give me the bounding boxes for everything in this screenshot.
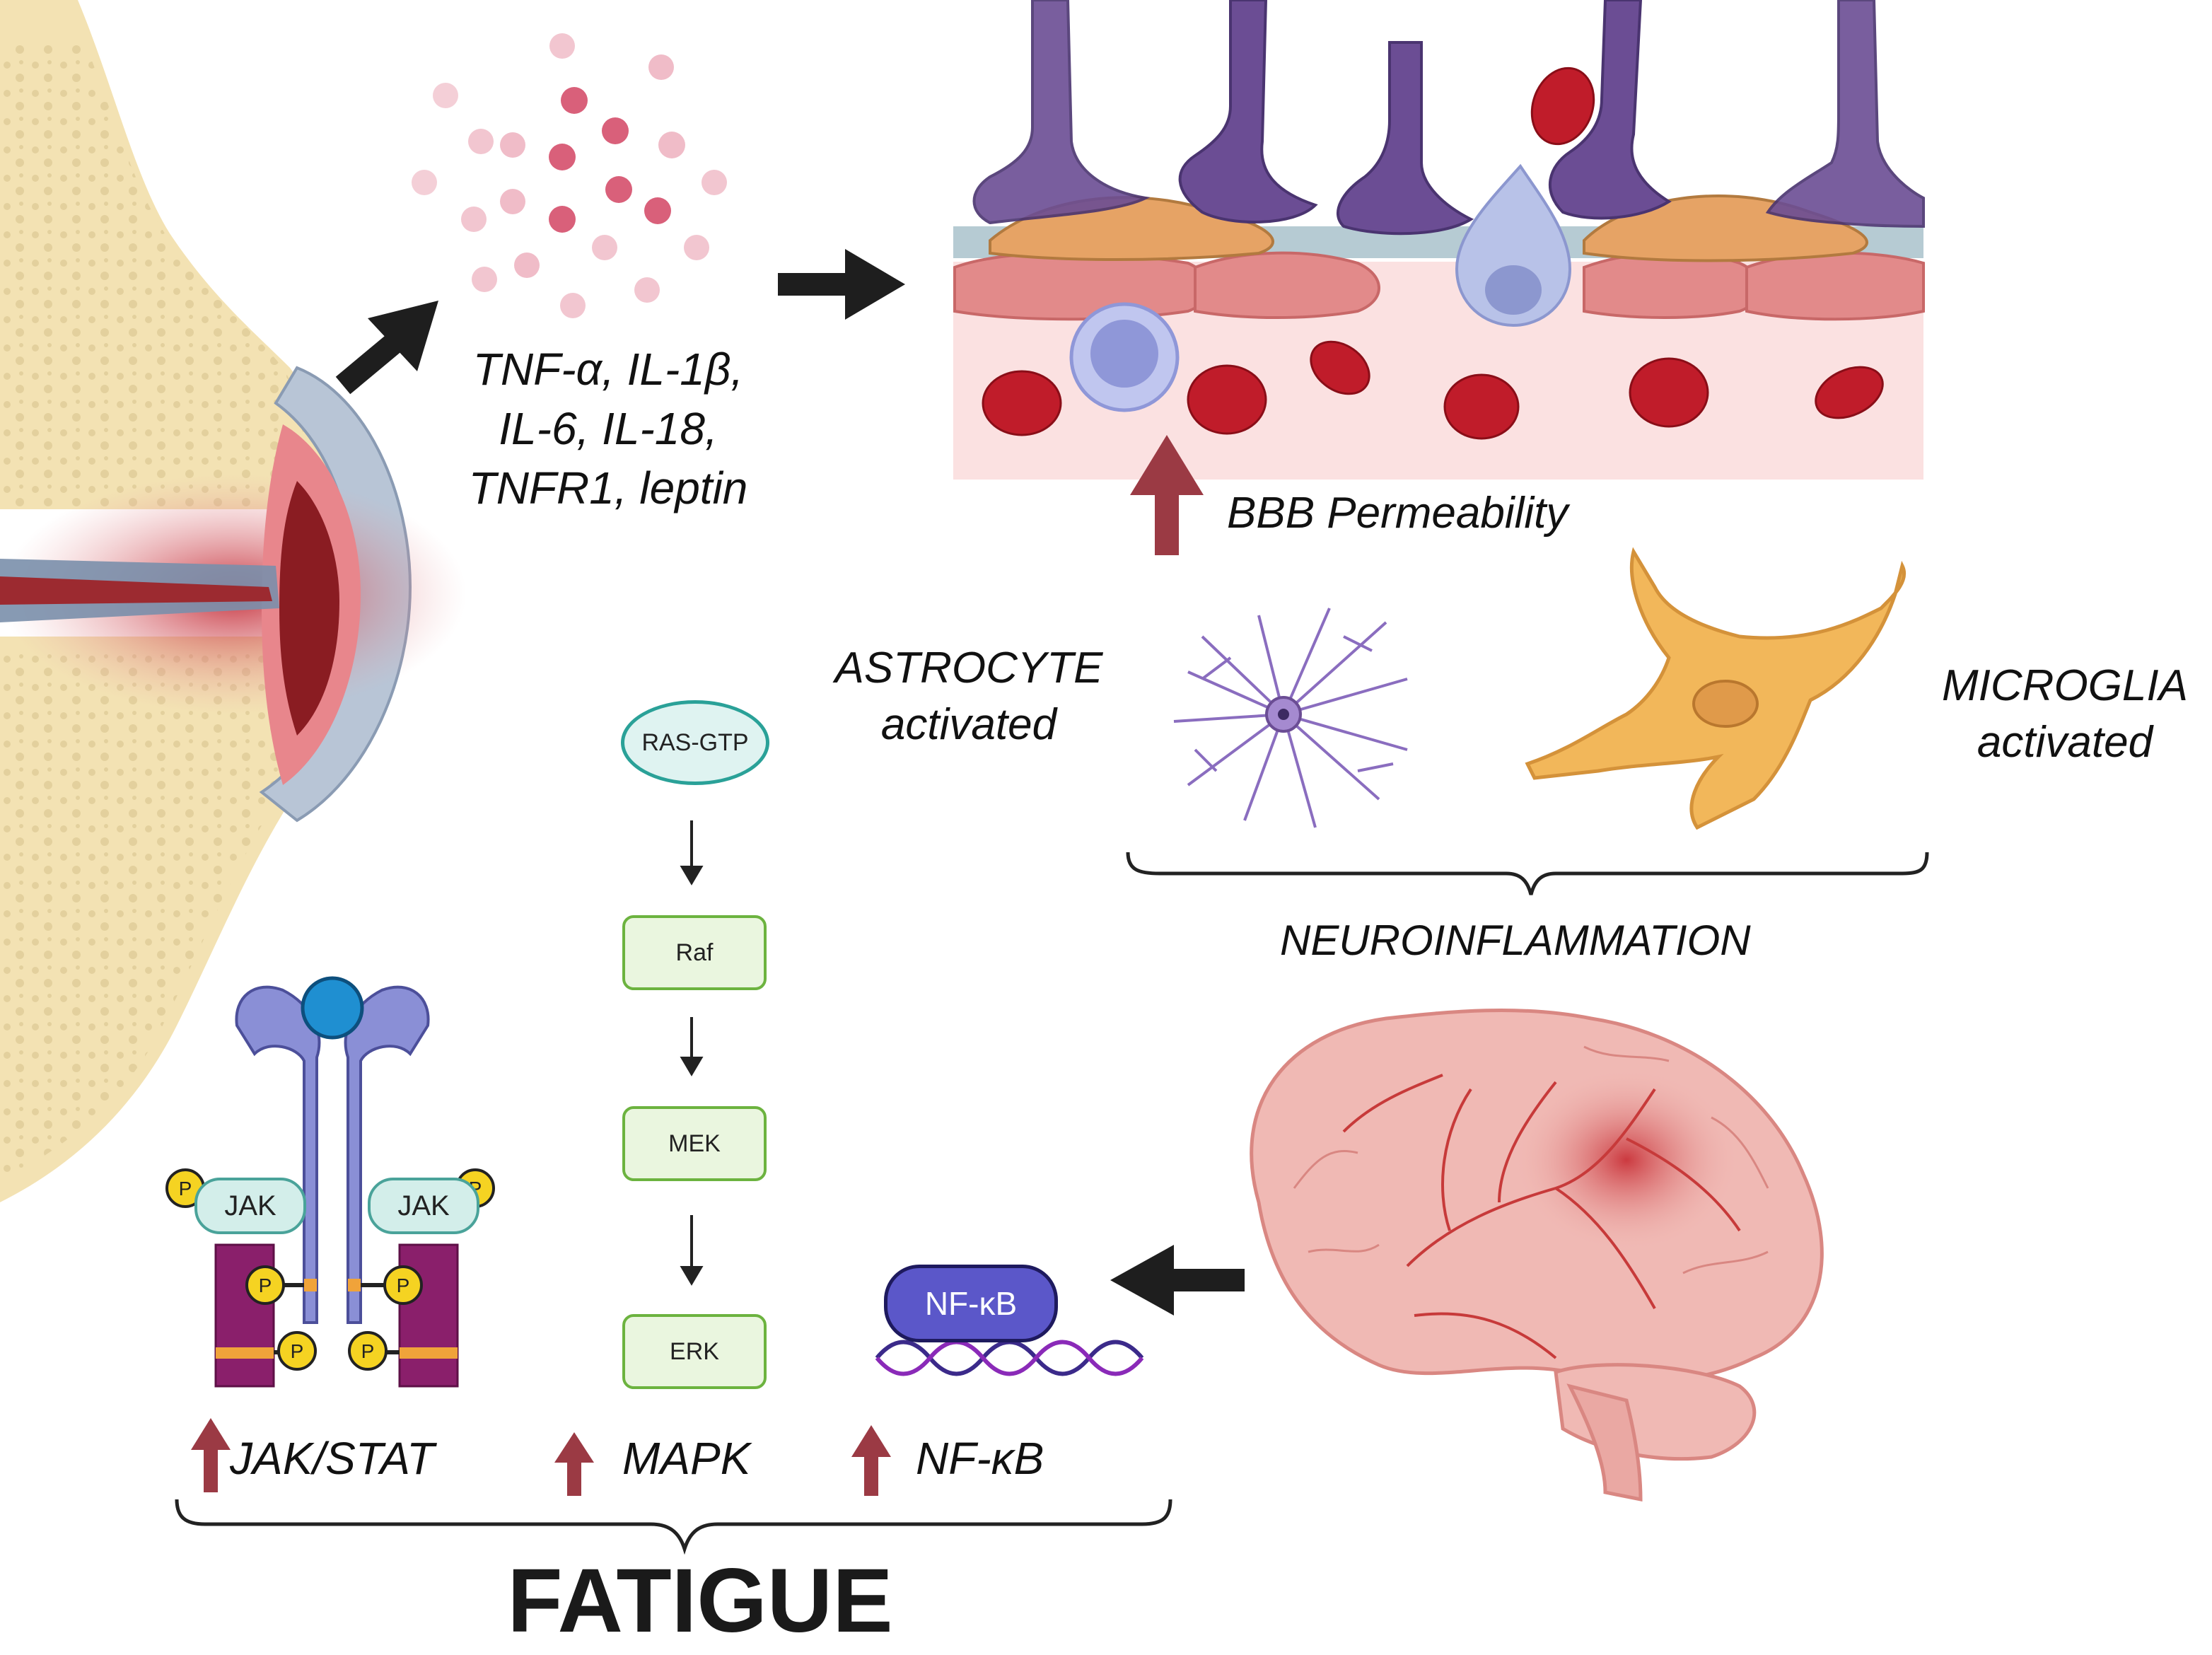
mapk-label: MAPK — [622, 1433, 751, 1484]
bbb-illustration — [953, 0, 1925, 480]
phosphate-badge: P — [277, 1331, 317, 1371]
astrocyte-label-line-2: activated — [880, 700, 1057, 749]
phosphate-badge: P — [245, 1265, 285, 1305]
brain-blood-vessels — [1342, 1074, 1741, 1359]
phosphate-badge: P — [383, 1265, 423, 1305]
cytokine-receptor — [214, 976, 459, 1388]
arrow-joint-to-cytokines — [335, 301, 438, 395]
microglia-label-line-1: MICROGLIA — [1942, 661, 2188, 710]
cytokine-particles — [412, 33, 727, 318]
jak-left: JAK — [194, 1178, 306, 1234]
joint-cavity — [279, 481, 339, 736]
flow-arrows — [335, 249, 1245, 1316]
activated-astrocyte-cell — [1173, 608, 1408, 828]
mapk-cascade-arrows — [680, 820, 704, 1286]
ras-gtp-node: RAS-GTP — [621, 700, 769, 785]
brain-illustration — [1250, 1008, 1824, 1502]
brain-gyri — [1293, 1045, 1769, 1274]
bbb-permeability-label: BBB Permeability — [1227, 489, 1568, 538]
microglia-label: MICROGLIA activated — [1923, 658, 2206, 771]
endothelial-cells — [953, 251, 1925, 321]
mapk-up-arrow — [554, 1432, 594, 1496]
neuroinflammation-label: NEUROINFLAMMATION — [1280, 917, 1751, 964]
lower-bone-pores — [0, 651, 318, 1181]
brain-inflammation-hotspot — [1513, 1068, 1740, 1252]
cartilage-gap — [0, 576, 272, 605]
joint-illustration — [0, 0, 467, 1202]
neuroinflammation-brace — [1126, 852, 1929, 895]
fatigue-title: FATIGUE — [507, 1550, 893, 1651]
immune-cell — [1069, 302, 1180, 412]
phosphate-label: P — [291, 1340, 304, 1362]
nfkb-complex: NF-κB — [884, 1265, 1058, 1342]
cytokine-line-3: TNFR1, leptin — [468, 463, 748, 513]
mek-node: MEK — [622, 1106, 767, 1181]
phosphate-label: P — [397, 1274, 410, 1296]
cytokine-list: TNF-α, IL-1β, IL-6, IL-18, TNFR1, leptin — [438, 339, 778, 518]
upper-bone-pores — [0, 42, 325, 509]
erk-node: ERK — [622, 1314, 767, 1389]
jak-stat-label: JAK/STAT — [230, 1433, 435, 1484]
phosphate-label: P — [179, 1178, 192, 1200]
phosphate-badge: P — [348, 1331, 388, 1371]
brain-stem — [1566, 1383, 1643, 1502]
astrocyte-label-line-1: ASTROCYTE — [834, 644, 1103, 692]
dna-helix — [875, 1340, 1144, 1376]
raf-node: Raf — [622, 915, 767, 990]
arrow-cytokines-to-bbb — [778, 249, 905, 320]
astrocyte-label: ASTROCYTE activated — [806, 640, 1131, 753]
cytokine-line-1: TNF-α, IL-1β, — [472, 344, 744, 395]
pathway-up-arrows — [191, 1418, 891, 1496]
phosphate-label: P — [259, 1274, 272, 1296]
red-blood-cells — [982, 66, 1884, 440]
activated-microglia-cell — [1525, 547, 1907, 830]
arrow-brain-to-nfkb — [1110, 1245, 1245, 1316]
cytokine-line-2: IL-6, IL-18, — [499, 403, 718, 454]
microglia-label-line-2: activated — [1977, 718, 2153, 767]
cytokine-ligand — [301, 976, 364, 1040]
bbb-up-arrow — [1130, 435, 1204, 555]
nfkb-label: NF-κB — [916, 1433, 1044, 1484]
jak-stat-up-arrow — [191, 1418, 231, 1492]
fatigue-brace — [175, 1499, 1172, 1555]
phosphate-label: P — [361, 1340, 375, 1362]
jak-right: JAK — [368, 1178, 479, 1234]
nfkb-up-arrow — [851, 1425, 891, 1496]
astrocyte-endfeet — [972, 0, 1925, 236]
leaking-fluid — [1455, 163, 1572, 327]
